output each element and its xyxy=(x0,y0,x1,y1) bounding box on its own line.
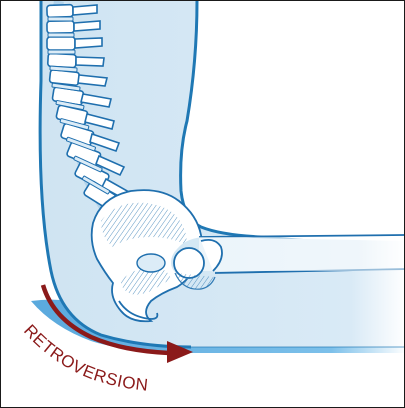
illustration-frame: RETROVERSION xyxy=(0,0,405,408)
pelvic-retroversion-illustration: RETROVERSION xyxy=(1,1,405,408)
